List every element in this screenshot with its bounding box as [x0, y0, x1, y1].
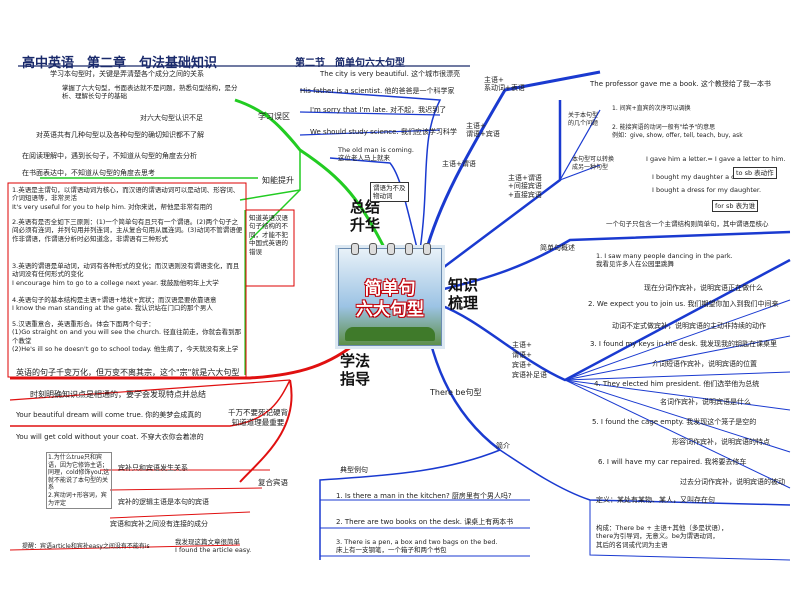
- complement-item: 动词不定式做宾补，说明宾语的主动非持续的动作: [612, 322, 766, 330]
- there-be-label: There be句型: [430, 388, 482, 397]
- typical-example: 1. Is there a man in the kitchen? 厨房里有个男…: [336, 492, 512, 500]
- complement-item: 5. I found the cage empty. 我发现这个笼子是空的: [592, 418, 757, 426]
- ability-block: 4.英语句子的基本结构是主语+谓语+地状+宾状；而汉语是要依靠语意 I know…: [12, 296, 217, 313]
- complex-object-line: 宾语和宾补之间没有连接的成分: [110, 520, 208, 528]
- center-title: 简单句 六大句型: [356, 279, 424, 320]
- complex-object-line: 宾补的逻辑主语是本句的宾语: [118, 498, 209, 506]
- method-line: You will get cold without your coat. 不穿大…: [16, 433, 204, 441]
- convert-line: I bought my daughter a dress.: [652, 173, 751, 181]
- complement-item: 3. I found my keys in the desk. 我发现我的钥匙在…: [590, 340, 778, 348]
- method-line: Your beautiful dream will come true. 你的美…: [16, 411, 202, 419]
- study-misc-line: 掌握了六大句型，书面表达就不是问题，熟悉句型结构，是分析、理解长句子的基础: [62, 84, 238, 101]
- structure: 构成：There be + 主语+其他（多是状语）， there为引导词，无意义…: [596, 524, 728, 549]
- bottom-note: 提醒：宾语article和宾补easy之间没有不能有is: [22, 543, 150, 550]
- complement-item: 形容词作宾补，说明宾语的特点: [672, 438, 770, 446]
- definition: 定义：某处有某物、某人，又叫存在句: [596, 496, 715, 504]
- study-misc-line: 对六大句型认识不足: [140, 114, 203, 122]
- typical-example: 2. There are two books on the desk. 课桌上有…: [336, 518, 514, 526]
- ability-block: 3.英语的谓语是单动词，动词有各种形式的变化；而汉语则没有谓语变化，而且动词没有…: [12, 262, 240, 287]
- complement-label: 主语+ 谓语+ 宾语+ 宾语补足语: [512, 341, 547, 379]
- study-misc-line: 在书面表达中，不知道从句型的角度去思考: [22, 169, 155, 177]
- ability-label: 知能提升: [262, 176, 294, 185]
- intransitive-note: 谓语为不及 物动词: [370, 182, 409, 202]
- convert-label: 本句型可以转换 成另一种句型: [572, 156, 615, 172]
- pattern-sv-label: 主语+谓语: [442, 160, 476, 168]
- complex-object-line: 宾补只和宾语发生关系: [118, 464, 188, 472]
- complement-item: 现在分词作宾补，说明宾语正在做什么: [644, 284, 763, 292]
- typical-examples-label: 典型例句: [340, 466, 368, 474]
- overview-label: 简单句概述: [540, 244, 575, 252]
- top-example: The professor gave me a book. 这个教授给了我一本书: [590, 80, 771, 88]
- study-misc-label: 学习误区: [258, 112, 290, 121]
- center-node: 简单句 六大句型: [338, 243, 442, 346]
- complex-object-label: 复合宾语: [258, 478, 288, 487]
- study-misc-line: 对英语共有几种句型以及各种句型的确切知识都不了解: [36, 131, 204, 139]
- pattern-link-label: 主语+ 系动词+表语: [484, 76, 525, 93]
- pattern-svo-label: 主语+ 谓语+宾语: [466, 122, 500, 139]
- complement-item: 6. I will have my car repaired. 我将要去修车: [598, 458, 747, 466]
- study-misc-line: 在阅读理解中，遇到长句子，不知道从句型的角度去分析: [22, 152, 197, 160]
- svoo-label: 主语+谓语 +间接宾语 +直接宾语: [508, 174, 542, 199]
- relations-line: 1. 间宾+直宾的次序可以调换: [612, 105, 691, 112]
- complement-item: 4. They elected him president. 他们选举他为总统: [594, 380, 760, 388]
- branch-method: 学法 指导: [340, 352, 371, 388]
- example-sentence: The old man is coming. 这位老人马上就来: [338, 146, 414, 163]
- page-title: 高中英语 第二章 句法基础知识: [22, 56, 218, 71]
- ability-block: 2.英语有是否全如下三原则：(1)一个简单句有且只有一个谓语。(2)两个句子之间…: [12, 218, 243, 243]
- side-note: 知道英语汉语句子结构的不同，才能不犯中国式英语的错误: [249, 214, 288, 256]
- branch-summary: 总结 升华: [350, 198, 381, 234]
- complex-object-note: 1.为什么true只和宾语，因为它修饰主语；同理，cold修饰you,这就不能说…: [46, 452, 112, 510]
- example-sentence: I'm sorry that I'm late. 对不起，我迟到了: [310, 106, 447, 114]
- complement-item: 2. We expect you to join us. 我们期望你加入到我们中…: [588, 300, 779, 308]
- intro-label: 简介: [496, 442, 510, 450]
- example-sentence: We should study science. 我们应该学习科学: [310, 128, 457, 136]
- method-line: 时刻明确知识点是相通的，要学会发现特点并总结: [30, 390, 206, 399]
- ability-block: 5.汉语重意合，英语重形合。体会下面两个句子： (1)Go straight o…: [12, 320, 242, 354]
- for-tag: for sb 表为谁: [712, 200, 759, 212]
- bottom-example: 我发现这篇文章很简单 I found the article easy.: [175, 538, 252, 555]
- branch-knowledge: 知识 梳理: [448, 276, 479, 312]
- overview-text: 一个句子只包含一个主谓结构则简单句，其中谓语是核心: [606, 220, 769, 228]
- complement-item: 名词作宾补，说明宾语是什么: [660, 398, 751, 406]
- convert-line: I bought a dress for my daughter.: [652, 186, 762, 194]
- example-sentence: His father is a scientist. 他的爸爸是一个科学家: [300, 87, 455, 95]
- complement-item: 1. I saw many people dancing in the park…: [596, 252, 733, 269]
- method-line: 英语的句子千变万化，但万变不离其宗，这个"宗"就是六大句型: [16, 368, 240, 377]
- dont-forget-note: 千万不要死记硬背 知道道理最重要: [228, 408, 288, 427]
- example-sentence: The city is very beautiful. 这个城市很漂亮: [320, 70, 461, 78]
- convert-line: I gave him a letter.= I gave a letter to…: [646, 155, 786, 163]
- study-misc-line: 学习本句型时，关键是弄清楚各个成分之间的关系: [50, 70, 204, 78]
- section-title: 第二节 简单句六大句型: [295, 58, 405, 69]
- to-tag: to sb 表动作: [733, 167, 777, 179]
- relations-line: 2. 能接宾语的动词一般有"给予"的意思 例如：give, show, offe…: [612, 124, 743, 140]
- ability-block: 1.英语是主谓句，以谓语动词为核心，而汉语的谓语动词可以是动词、形容词、介词短语…: [12, 186, 240, 211]
- plant-illustration: [345, 327, 435, 341]
- relations-label: 关于本句型 的几个问题: [568, 112, 599, 128]
- complement-item: 过去分词作宾补，说明宾语的被动: [680, 478, 785, 486]
- complement-item: 介词短语作宾补，说明宾语的位置: [652, 360, 757, 368]
- typical-example: 3. There is a pen, a box and two bags on…: [336, 538, 498, 555]
